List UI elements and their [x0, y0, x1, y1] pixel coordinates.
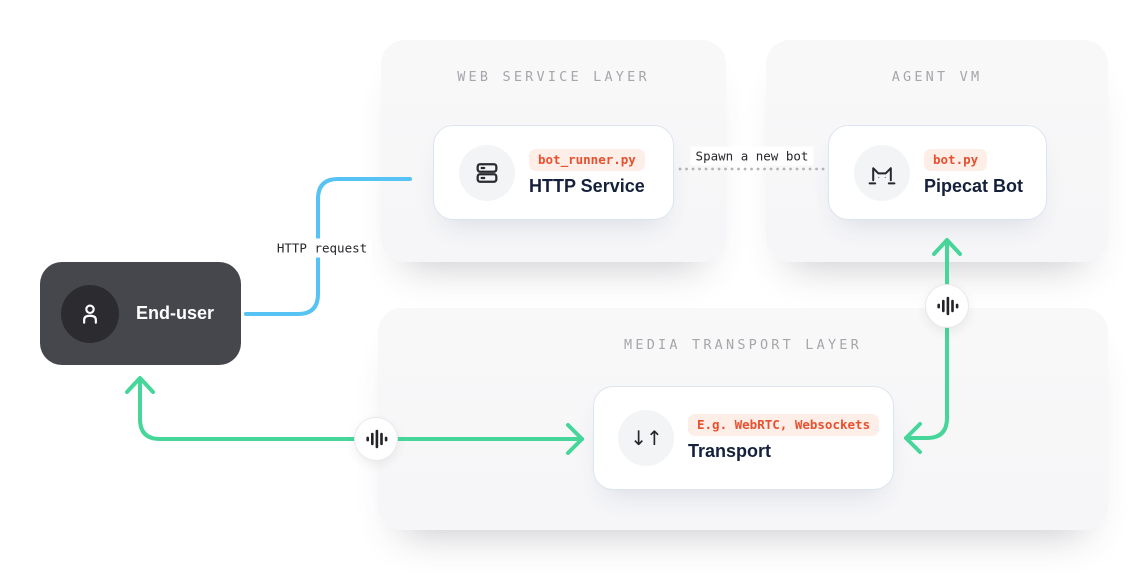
media-transport-layer-title: MEDIA TRANSPORT LAYER: [624, 337, 862, 353]
pipecat-bot-card: bot.py Pipecat Bot: [828, 125, 1047, 220]
file-badge: bot_runner.py: [529, 148, 645, 171]
http-request-label: HTTP request: [271, 238, 373, 258]
audio-waveform-icon: [925, 284, 969, 328]
protocol-badge: E.g. WebRTC, Websockets: [688, 414, 880, 436]
transport-title: Transport: [688, 441, 772, 461]
web-service-layer-title: WEB SERVICE LAYER: [457, 69, 650, 85]
spawn-bot-label: Spawn a new bot: [690, 146, 814, 166]
pipecat-cat-icon: [854, 144, 910, 201]
end-user-label: End-user: [136, 303, 215, 323]
pipecat-bot-title: Pipecat Bot: [924, 175, 1024, 196]
up-down-arrows-icon: ↓↑: [618, 410, 674, 466]
file-badge: bot.py: [924, 148, 988, 171]
user-icon: [61, 284, 119, 343]
transport-card: ↓↑ E.g. WebRTC, Websockets Transport: [593, 386, 894, 490]
agent-vm-title: AGENT VM: [891, 69, 983, 85]
end-user-node: End-user: [40, 262, 241, 365]
http-service-title: HTTP Service: [529, 175, 645, 196]
server-icon: [459, 144, 515, 201]
arrowhead-up: [125, 376, 155, 394]
http-service-card: bot_runner.py HTTP Service: [433, 125, 674, 220]
audio-waveform-icon: [354, 417, 398, 461]
